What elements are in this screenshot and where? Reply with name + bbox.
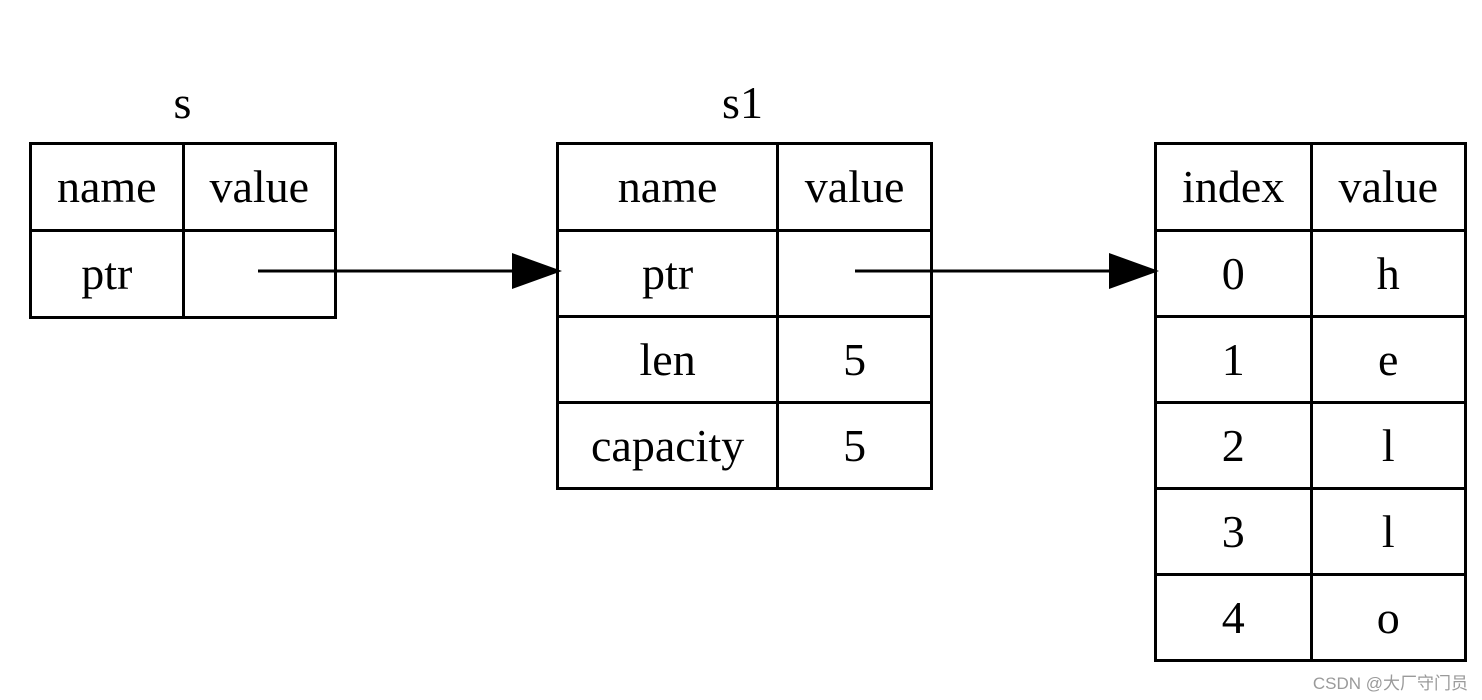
table-s1-ptr-name: ptr [555,229,780,318]
table-row: 2 l [1154,401,1468,490]
heap-value-cell: h [1309,229,1468,318]
table-s1-header-name: name [555,142,780,232]
heap-index-cell: 0 [1154,229,1313,318]
table-row: 1 e [1154,315,1468,404]
table-s1-row: capacity 5 [555,401,933,490]
table-row: 0 h [1154,229,1468,318]
table-heap-header-value: value [1309,142,1468,232]
table-s1-capacity-value: 5 [776,401,933,490]
arrow-s1-to-heap-head [1109,253,1159,289]
table-heap-header-row: index value [1154,142,1468,232]
heap-value-cell: l [1309,487,1468,576]
heap-value-cell: l [1309,401,1468,490]
table-s1-capacity-name: capacity [555,401,780,490]
heap-index-cell: 4 [1154,573,1313,662]
arrow-s-to-s1-head [512,253,562,289]
table-s-title: s [173,77,192,128]
table-s-header-value: value [181,142,337,232]
heap-value-cell: e [1309,315,1468,404]
table-s1-row: ptr [555,229,933,318]
table-row: 3 l [1154,487,1468,576]
table-s-header-row: name value [29,142,337,232]
watermark-text: CSDN @大厂守门员 [1312,674,1468,693]
table-s1-header-row: name value [555,142,933,232]
table-s1-ptr-value [776,229,933,318]
heap-index-cell: 3 [1154,487,1313,576]
table-s1-row: len 5 [555,315,933,404]
heap-index-cell: 1 [1154,315,1313,404]
table-row: 4 o [1154,573,1468,662]
table-s1: name value ptr len 5 capacity 5 [555,142,933,490]
table-heap: index value 0 h 1 e 2 l 3 l 4 o [1154,142,1468,662]
table-s: name value ptr [29,142,337,319]
table-s1-title: s1 [722,77,763,128]
heap-value-cell: o [1309,573,1468,662]
table-s1-header-value: value [776,142,933,232]
table-s-header-name: name [29,142,185,232]
table-s1-len-value: 5 [776,315,933,404]
table-s-row: ptr [29,229,337,319]
table-heap-header-index: index [1154,142,1313,232]
table-s1-len-name: len [555,315,780,404]
table-s-ptr-name: ptr [29,229,185,319]
table-s-ptr-value [181,229,337,319]
heap-index-cell: 2 [1154,401,1313,490]
